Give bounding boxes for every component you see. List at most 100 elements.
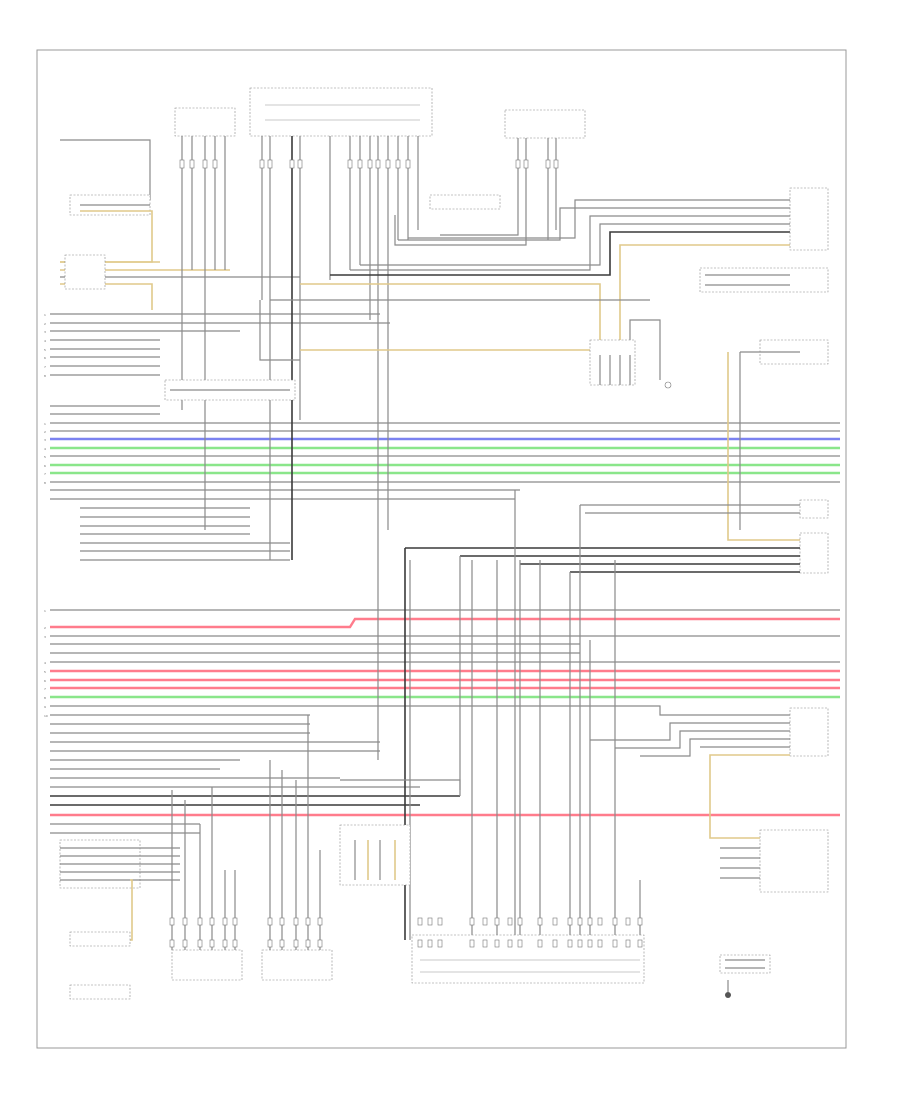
bottom-left-connectors [59,839,180,1000]
pin-terminal [179,159,185,169]
pin-terminal [494,917,500,926]
pin-terminal [482,917,488,926]
pin-terminal [232,917,238,926]
svg-text:7: 7 [44,687,46,691]
bottom-module-3 [339,779,461,886]
svg-text:8: 8 [44,696,46,700]
pin-terminal [259,159,265,169]
pin-terminal [385,159,391,169]
ground-point [725,980,731,998]
top-center-module [249,87,433,760]
pin-terminal [212,159,218,169]
svg-text:2: 2 [44,430,46,434]
pin-terminal [202,159,208,169]
pin-terminal [367,159,373,169]
bottom-center-connector [411,934,645,984]
svg-text:6: 6 [44,464,46,468]
pin-terminal [405,159,411,169]
pin-terminal [637,939,643,948]
pin-terminal [232,939,238,948]
svg-text:1: 1 [44,422,46,426]
pin-terminal [267,939,273,948]
pin-terminal [293,939,299,948]
joint-connector-2 [589,319,672,389]
pin-terminal [182,939,188,948]
pin-terminal [437,939,443,948]
pin-terminal [279,939,285,948]
svg-text:3: 3 [44,330,46,334]
pin-terminal [545,159,551,169]
pin-terminal [577,939,583,948]
pin-terminal [197,917,203,926]
svg-text:8: 8 [44,481,46,485]
pin-terminal [552,939,558,948]
pin-terminal [507,917,513,926]
pin-terminal [469,939,475,948]
pin-terminal [222,917,228,926]
right-module-2 [727,339,829,541]
diagram-frame [36,49,847,1049]
svg-text:5: 5 [44,455,46,459]
pin-terminal [637,917,643,926]
pin-terminal [305,917,311,926]
pin-terminal [395,159,401,169]
pin-terminal [209,917,215,926]
right-lower-connectors [520,705,829,974]
left-wire-rows [50,313,840,834]
svg-text:1: 1 [44,313,46,317]
svg-text:3: 3 [44,635,46,639]
pin-terminal [189,159,195,169]
pin-terminal [507,939,513,948]
pin-terminal [305,939,311,948]
pin-terminal [597,939,603,948]
svg-text:9: 9 [44,705,46,709]
top-right-module [394,109,586,246]
svg-text:6: 6 [44,679,46,683]
middle-trunk-lines [404,490,641,940]
joint-connector-1 [164,300,300,401]
pin-terminal [625,939,631,948]
pin-terminal [357,159,363,169]
pin-terminal [482,939,488,948]
left-top-sensor [60,139,151,216]
right-mid-connectors [405,499,829,574]
bottom-pin-markers [169,159,643,948]
pin-terminal [577,917,583,926]
left-sensor-2 [60,210,300,310]
svg-text:2: 2 [44,626,46,630]
pin-terminal [587,939,593,948]
pin-terminal [427,939,433,948]
pin-terminal [523,159,529,169]
svg-text:4: 4 [44,339,46,343]
svg-text:7: 7 [44,472,46,476]
pin-terminal [515,159,521,169]
svg-text:5: 5 [44,348,46,352]
svg-text:1: 1 [44,609,46,613]
pin-terminal [612,939,618,948]
pin-terminal [289,159,295,169]
left-lamp-unit [174,107,236,530]
pin-terminal [182,917,188,926]
pin-terminal [267,917,273,926]
svg-text:7: 7 [44,365,46,369]
svg-text:3: 3 [44,438,46,442]
pin-terminal [375,159,381,169]
pin-terminal [267,159,273,169]
pin-terminal [494,939,500,948]
pin-terminal [317,939,323,948]
pin-terminal [517,917,523,926]
pin-terminal [209,939,215,948]
pin-terminal [427,917,433,926]
pin-terminal [587,917,593,926]
upper-right-bus [270,199,800,360]
pin-terminal [537,939,543,948]
svg-text:6: 6 [44,356,46,360]
right-module-1 [699,187,829,293]
pin-terminal [469,917,475,926]
svg-text:10: 10 [44,714,48,718]
pin-terminal [347,159,353,169]
pin-terminal [437,917,443,926]
pin-terminal [517,939,523,948]
pin-terminal [553,159,559,169]
